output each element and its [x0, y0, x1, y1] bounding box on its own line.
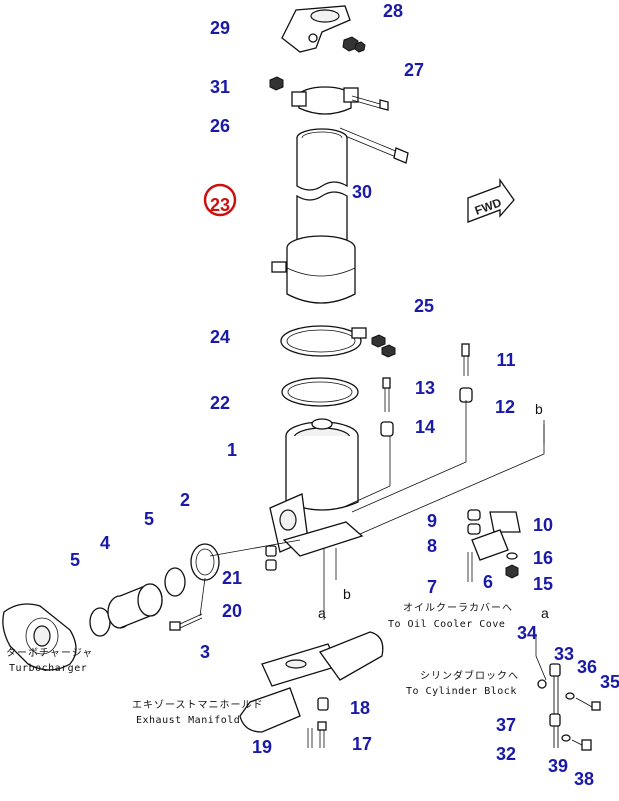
exhaust-manifold — [239, 631, 384, 733]
callout-10: 10 — [533, 515, 553, 535]
callout-5: 5 — [70, 550, 80, 570]
part-25-nut-bolt — [371, 334, 396, 358]
callout-31: 31 — [210, 77, 230, 97]
part-34-fitting — [537, 679, 547, 689]
note-oil-cooler-en: To Oil Cooler Cove — [388, 619, 505, 630]
part-15-nut — [505, 564, 519, 579]
callout-7: 7 — [427, 577, 437, 597]
part-9-spacer — [467, 509, 481, 521]
part-16-washer — [506, 552, 518, 560]
callout-30: 30 — [352, 182, 372, 202]
callout-11: 11 — [496, 350, 515, 370]
part-21-spacer — [265, 545, 277, 557]
callout-37: 37 — [496, 715, 516, 735]
callout-38: 38 — [574, 769, 594, 789]
part-11-bolt — [461, 343, 470, 376]
part-17-bolt — [317, 721, 327, 748]
part-6-bracket — [471, 529, 509, 561]
callout-22: 22 — [210, 393, 230, 413]
note-manifold-en: Exhaust Manifold — [136, 715, 240, 726]
callout-36: 36 — [577, 657, 597, 677]
part-12-spacer — [459, 387, 473, 403]
callout-35: 35 — [600, 672, 619, 692]
callout-29: 29 — [210, 18, 230, 38]
callout-3: 3 — [200, 642, 210, 662]
callout-24: 24 — [210, 327, 230, 347]
turbocharger — [2, 603, 77, 671]
callout-18: 18 — [350, 698, 370, 718]
part-20-spacer — [265, 559, 277, 571]
callout-14: 14 — [415, 417, 435, 437]
ref-a-top: a — [541, 605, 549, 621]
callout-9: 9 — [427, 511, 437, 531]
callout-28: 28 — [383, 1, 403, 21]
callout-32: 32 — [496, 744, 516, 764]
callout-25: 25 — [414, 296, 434, 316]
callout-23: 23 — [210, 195, 230, 215]
part-8-spacer — [467, 523, 481, 535]
callout-4: 4 — [100, 533, 110, 553]
part-26-clamp — [291, 86, 359, 115]
part-14-spacer — [380, 421, 394, 437]
callout-12: 12 — [495, 397, 515, 417]
part-28-nut — [342, 36, 366, 53]
highlight-circle-23 — [203, 183, 237, 217]
part-35-bolt — [575, 697, 601, 711]
ref-a-mid: a — [318, 605, 326, 621]
part-5-gasket-lower — [89, 607, 111, 637]
part-30-bolt — [337, 127, 409, 164]
part-39-washer — [561, 734, 571, 742]
callout-2: 2 — [180, 490, 190, 510]
callout-1: 1 — [227, 440, 237, 460]
callout-21: 21 — [222, 568, 242, 588]
callout-6: 6 — [483, 572, 493, 592]
part-31-nut — [269, 76, 284, 91]
part-3-bolt — [169, 577, 206, 631]
callout-20: 20 — [222, 601, 242, 621]
ref-b-top: b — [535, 401, 543, 417]
note-cyl-block-jp: シリンダブロックへ — [420, 669, 519, 682]
callout-33: 33 — [554, 644, 574, 664]
part-1-exhaust-elbow — [269, 418, 364, 557]
part-33-fitting — [549, 663, 561, 677]
note-turbo-en: Turbocharger — [9, 663, 87, 674]
note-manifold-jp: エキゾーストマニホールド — [132, 699, 264, 711]
part-37-fitting — [549, 713, 561, 727]
ref-b-mid: b — [343, 586, 351, 602]
callout-17: 17 — [352, 734, 372, 754]
callout-26: 26 — [210, 116, 230, 136]
callout-39: 39 — [548, 756, 568, 776]
callout-19: 19 — [252, 737, 272, 757]
part-13-bolt — [382, 377, 391, 412]
callout-13: 13 — [415, 378, 435, 398]
part-2-clamp — [190, 543, 220, 581]
reference-lines — [209, 400, 547, 681]
callout-16: 16 — [533, 548, 553, 568]
part-29-bracket — [281, 5, 351, 53]
callout-27: 27 — [404, 60, 424, 80]
note-oil-cooler-jp: オイルクーラカバーへ — [403, 602, 513, 614]
callout-34: 34 — [517, 623, 537, 643]
part-10-bracket — [489, 511, 521, 533]
note-turbo-jp: ターボチャージャ — [6, 647, 93, 659]
part-36-washer — [565, 692, 575, 700]
part-5-gasket-upper — [164, 567, 186, 597]
part-23-exhaust-pipe — [271, 128, 356, 304]
callout-5: 5 — [144, 509, 154, 529]
part-18-spacer — [317, 697, 329, 711]
part-22-gasket — [281, 377, 359, 407]
part-24-clamp-ring — [280, 325, 367, 357]
part-32-tube — [553, 676, 559, 748]
fwd-marker: FWD — [467, 177, 515, 223]
callout-15: 15 — [533, 574, 553, 594]
note-cyl-block-en: To Cylinder Block — [406, 686, 517, 697]
part-7-stud — [467, 552, 473, 582]
part-4-pipe — [107, 583, 163, 629]
part-38-bolt — [571, 739, 592, 751]
callout-8: 8 — [427, 536, 437, 556]
part-27-bolt — [351, 95, 389, 111]
part-19-bolt — [307, 728, 313, 748]
